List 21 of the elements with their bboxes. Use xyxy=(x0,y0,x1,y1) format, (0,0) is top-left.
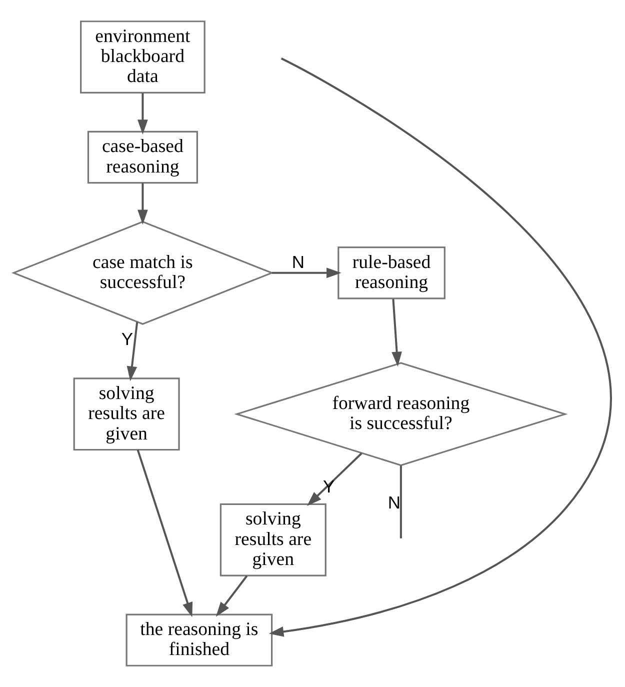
arrow xyxy=(272,268,342,278)
connector xyxy=(400,466,402,538)
arrow xyxy=(138,183,148,225)
arrow xyxy=(136,450,193,618)
edge-label: Y xyxy=(121,328,134,349)
node-box: solving results are given xyxy=(220,503,326,576)
edge-label: N xyxy=(388,492,401,513)
node-diamond: case match is successful? xyxy=(11,220,274,325)
node-box: environment blackboard data xyxy=(80,20,206,94)
arrow xyxy=(216,575,248,617)
edge-label: N xyxy=(292,252,304,272)
arrow xyxy=(126,322,138,382)
arrow xyxy=(268,58,611,637)
node-box: solving results are given xyxy=(73,378,180,451)
arrow xyxy=(392,298,402,367)
node-box: rule-based reasoning xyxy=(338,246,446,300)
arrow xyxy=(138,93,148,134)
arrow xyxy=(306,452,362,506)
node-box: the reasoning is finished xyxy=(126,614,273,666)
node-box: case-based reasoning xyxy=(87,130,198,184)
node-diamond: forward reasoning is successful? xyxy=(234,362,568,466)
